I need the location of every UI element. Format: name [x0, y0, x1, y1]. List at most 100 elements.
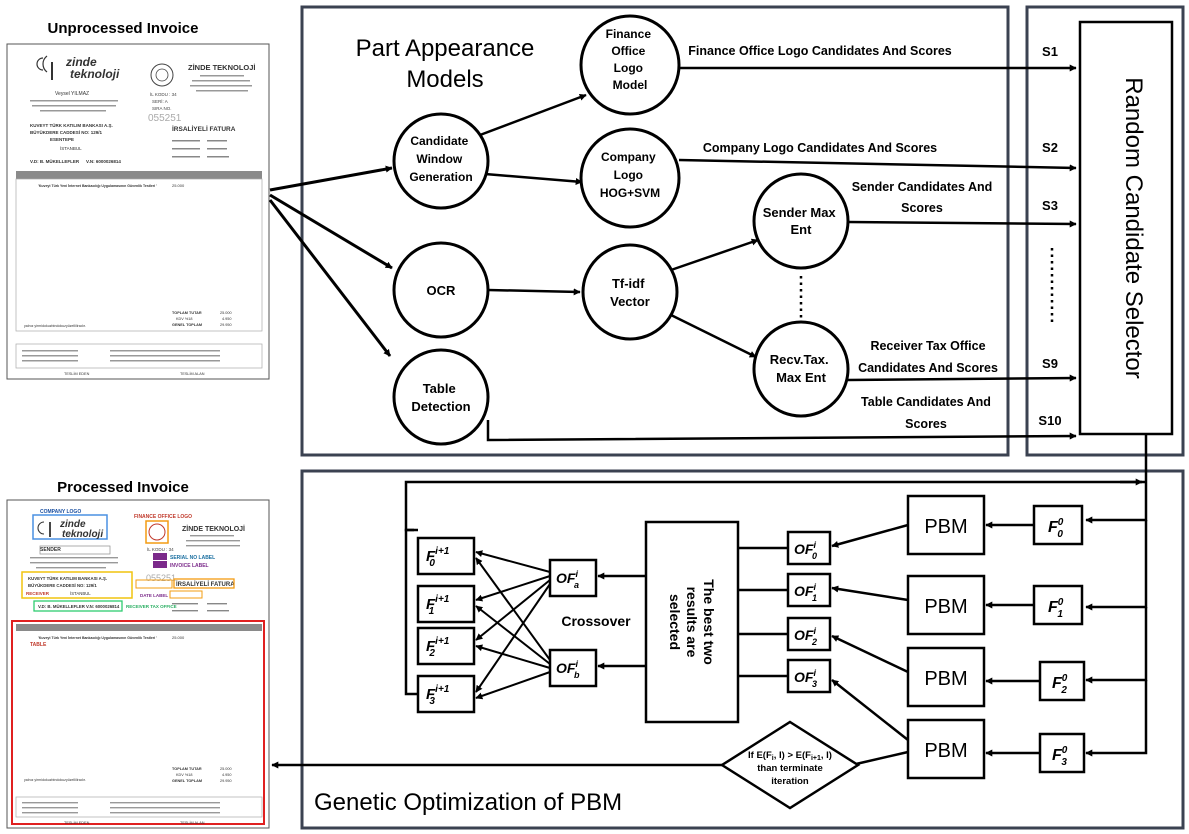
node-recv-tax-max-ent: Recv.Tax. Max Ent — [752, 320, 850, 418]
of-to-selection-lines — [738, 546, 788, 678]
pbm-box-1: PBM — [906, 574, 986, 636]
score-label-s9: S9 — [1042, 356, 1058, 371]
proc-tax-office: V.D: B. MÜKELLEFLER — [38, 604, 86, 609]
annot-receiver-tax-office-head: İRSALİYELİ FATURA — [176, 581, 235, 588]
annot-date-label: DATE LABEL — [140, 593, 168, 598]
annot-receiver: RECEIVER — [26, 591, 50, 596]
amount-in-words: yalnız yirmidokuzbindokuzyüzelliliradır. — [24, 324, 86, 328]
proc-company-name-2: teknoloji — [62, 529, 103, 540]
edge-label-sender-2: Scores — [901, 201, 943, 215]
proc-header-company: ZİNDE TEKNOLOJİ — [182, 525, 245, 533]
proc-teslim-eden: TESLİM EDEN — [64, 820, 90, 825]
annot-receiver-tax-office: RECEIVER TAX OFFICE — [126, 604, 177, 609]
receiver-bank: KUVEYT TÜRK KATILIM BANKASI A.Ş. — [30, 122, 113, 128]
edge-label-table-2: Scores — [905, 417, 947, 431]
section-title-models: Models — [406, 66, 483, 93]
svg-text:PBM: PBM — [924, 740, 967, 762]
receiver-district: ESENTEPE — [50, 137, 74, 142]
sira-no: SIRA NO. — [152, 106, 172, 111]
unprocessed-invoice-title: Unprocessed Invoice — [48, 20, 199, 37]
proc-invoice-number: 055251 — [146, 573, 176, 583]
f0-boxes — [1032, 504, 1086, 774]
edge-label-receiver-1: Receiver Tax Office — [870, 339, 985, 353]
svg-text:F02: F02 — [1052, 673, 1068, 696]
row-text: 'Kuveyt Türk Yeni İnternet Bankacılığı U… — [38, 184, 157, 188]
pbm-to-of-arrows — [831, 523, 909, 741]
node-finance-office-logo-model: Finance Office Logo Model — [579, 14, 681, 116]
svg-text:Company Logo HOG+S: Company Logo HOG+SVM — [600, 150, 660, 200]
node-tfidf-vector: Tf-idf Vector — [581, 243, 679, 341]
svg-text:Candidate Window G: Candidate Window Generation — [409, 134, 472, 184]
internal-arrows — [479, 93, 759, 359]
row-amount: 25.000 — [172, 183, 185, 188]
unprocessed-invoice: zinde teknoloji ZİNDE TEKNOLOJİ İL KODU … — [6, 43, 270, 380]
proc-row-amount: 25.000 — [172, 635, 185, 640]
proc-grand-label: GENEL TOPLAM — [172, 779, 202, 783]
edge-label-finance: Finance Office Logo Candidates And Score… — [688, 44, 952, 58]
processed-invoice-title: Processed Invoice — [57, 479, 189, 496]
random-candidate-selector-box — [1078, 20, 1174, 436]
svg-text:PBM: PBM — [924, 596, 967, 618]
annot-invoice-label: INVOICE LABEL — [170, 563, 209, 569]
pbm-box-0: PBM — [906, 494, 986, 556]
svg-text:selected: selected — [667, 594, 683, 650]
score-label-s2: S2 — [1042, 140, 1058, 155]
annot-finance-logo: FINANCE OFFICE LOGO — [134, 514, 192, 520]
total-value: 25.000 — [220, 311, 232, 315]
proc-amount-in-words: yalnız yirmidokuzbindokuzyüzelliliradır. — [24, 778, 86, 782]
proc-kdv-label: KDV %18 — [176, 773, 192, 777]
section-title-genetic: Genetic Optimization of PBM — [314, 789, 622, 816]
proc-tax-number: V.N: 6000026814 — [86, 604, 120, 609]
part-appearance-frame — [300, 5, 1010, 457]
teslim-eden: TESLİM EDEN — [64, 371, 90, 376]
annot-table: TABLE — [30, 642, 47, 648]
node-company-logo-hog-svm: Company Logo HOG+SVM — [579, 127, 681, 229]
header-company: ZİNDE TEKNOLOJİ — [188, 63, 256, 72]
svg-text:The best two: The best two — [701, 579, 717, 665]
svg-text:PBM: PBM — [924, 516, 967, 538]
diamond-arrows — [271, 750, 909, 769]
proc-total-label: TOPLAM TUTAR — [172, 767, 202, 771]
genetic-optimization-frame — [300, 469, 1185, 830]
proc-total-value: 25.000 — [220, 767, 232, 771]
edge-label-receiver-2: Candidates And Scores — [858, 361, 998, 375]
node-sender-max-ent: Sender Max Ent — [752, 172, 850, 270]
invoice-input-arrows — [268, 165, 393, 357]
node-candidate-window-generation: Candidate Window Generation — [392, 112, 490, 210]
proc-receiver-bank: KUVEYT TÜRK KATILIM BANKASI A.Ş. — [28, 576, 107, 581]
kdv-value: 4.950 — [222, 317, 232, 321]
company-name: zinde — [65, 55, 97, 69]
annot-company-logo: COMPANY LOGO — [40, 509, 81, 515]
svg-text:iteration: iteration — [771, 776, 809, 787]
proc-receiver-city: İSTANBUL — [70, 591, 91, 596]
sender-name: Veysel YILMAZ — [55, 91, 89, 97]
proc-company-name: zinde — [59, 519, 86, 530]
proc-seal-code: İL KODU : 34 — [147, 546, 174, 552]
proc-kdv-value: 4.950 — [222, 773, 232, 777]
pbm-box-3: PBM — [906, 718, 986, 780]
svg-text:Sender Max Ent: Sender Max Ent — [763, 205, 840, 237]
section-title-part-appearance: Part Appearance — [356, 35, 535, 62]
edge-label-table-1: Table Candidates And — [861, 395, 991, 409]
seri: SERİ: A — [152, 98, 168, 104]
proc-teslim-alan: TESLİM ALAN — [180, 820, 205, 825]
svg-text:Finance Office Log: Finance Office Logo Model — [606, 27, 655, 92]
f-next-boxes — [416, 536, 476, 714]
proc-receiver-street: BÜYÜKDERE CADDESİ NO: 129/1 — [28, 583, 97, 588]
best-two-selection-box: The best two results are selected — [644, 520, 740, 724]
seal-code: İL KODU : 34 — [150, 91, 177, 97]
svg-text:F01: F01 — [1048, 597, 1064, 620]
of-boxes — [786, 530, 832, 694]
total-label: TOPLAM TUTAR — [172, 311, 202, 315]
annot-serial-no: SERIAL NO LABEL — [170, 555, 215, 561]
processed-invoice: COMPANY LOGO zinde teknoloji FINANCE OFF… — [6, 499, 270, 829]
pbm-box-2: PBM — [906, 646, 986, 708]
selector-frame — [1025, 5, 1185, 457]
